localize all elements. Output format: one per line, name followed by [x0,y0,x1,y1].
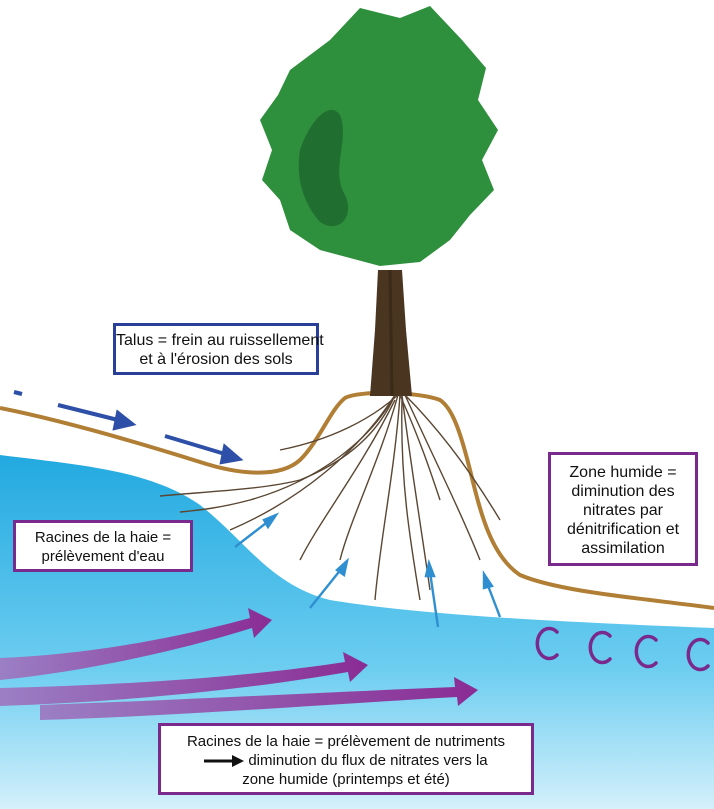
runoff-arrows [13,390,244,465]
zone-line-5: assimilation [581,540,665,557]
racines-eau-label-box: Racines de la haie = prélèvement d'eau [13,520,193,572]
zone-humide-label-box: Zone humide = diminution des nitrates pa… [548,452,698,566]
right-arrow-icon [204,754,245,767]
racines-nutriments-label-box: Racines de la haie = prélèvement de nutr… [158,723,534,795]
zone-line-3: nitrates par [582,502,664,519]
uptake-arrows [234,512,502,628]
talus-line-2: et à l'érosion des sols [139,351,293,368]
talus-label-box: Talus = frein au ruissellement et à l'ér… [113,323,324,375]
talus-line-1: Talus = frein au ruissellement [116,332,324,349]
racines-nutr-line-2: diminution du flux de nitrates vers la [248,752,488,769]
zone-line-4: dénitrification et [566,521,680,538]
denitrification-c-icons [535,626,710,672]
hedge-roots [159,394,501,601]
racines-nutr-line-2-wrap: diminution du flux de nitrates vers la [161,751,531,770]
zone-line-1: Zone humide = [569,464,677,481]
racines-nutr-line-3: zone humide (printemps et été) [242,771,450,788]
racines-nutr-line-1: Racines de la haie = prélèvement de nutr… [186,733,506,750]
racines-eau-line-2: prélèvement d'eau [41,548,165,565]
zone-line-2: diminution des [571,483,675,500]
tree-crown [260,6,498,266]
racines-eau-line-1: Racines de la haie = [34,529,172,546]
nitrate-flux-arrows [0,608,478,720]
